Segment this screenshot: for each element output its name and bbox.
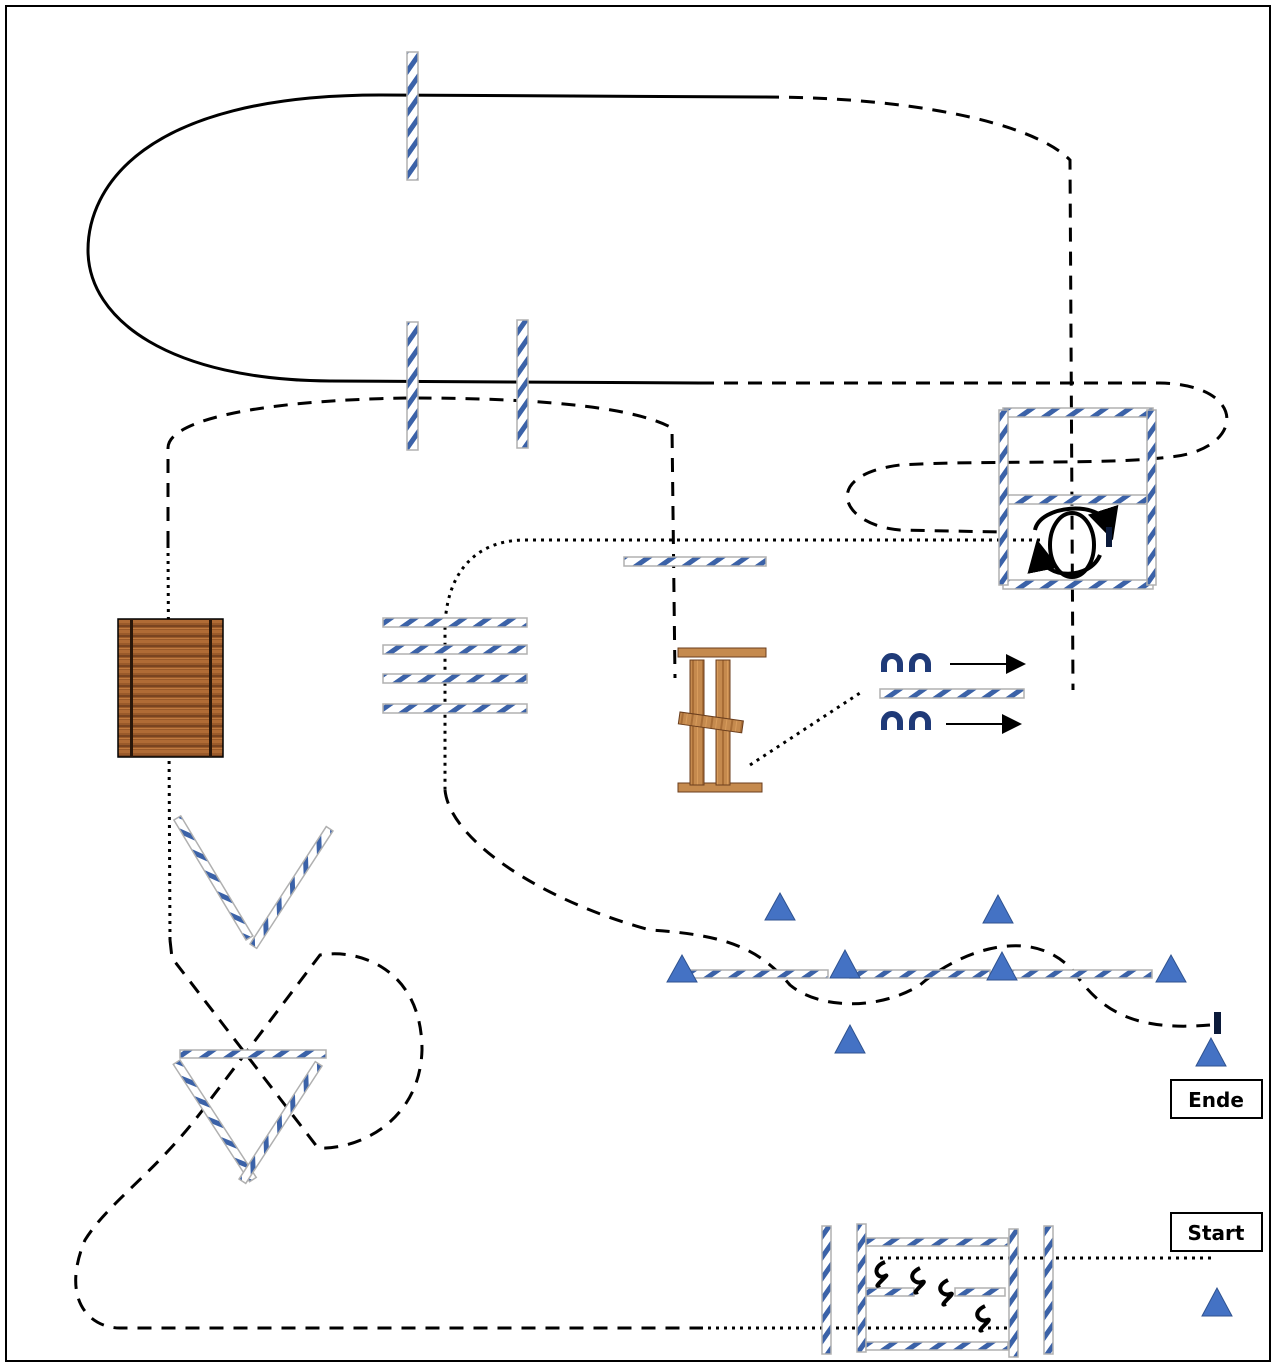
path-dashed-upper-arc <box>166 396 677 679</box>
horseshoe-icon <box>881 653 931 730</box>
end-label: Ende <box>1170 1079 1263 1119</box>
pole-diamond <box>172 814 334 1185</box>
svg-text:Start: Start <box>1188 1221 1245 1245</box>
path-solid-loop <box>86 93 766 385</box>
outer-frame <box>5 5 1271 1362</box>
pole-vertical <box>406 51 419 181</box>
pole-horizontal <box>879 688 1025 699</box>
start-label: Start <box>1170 1212 1263 1252</box>
wooden-gate-icon <box>677 647 767 793</box>
pole-square <box>998 407 1157 590</box>
path-dashed-right-loop <box>700 381 1229 534</box>
svg-text:Ende: Ende <box>1188 1088 1244 1112</box>
path-dashed-diamond <box>74 939 700 1330</box>
pole-weave <box>687 969 1153 979</box>
pole-vertical <box>406 321 419 451</box>
cone-icon <box>666 891 1233 1317</box>
path-dashed-top-right <box>764 95 1075 691</box>
path-dotted-left <box>166 544 172 941</box>
pole-vertical <box>516 319 529 449</box>
pole-slalom <box>821 1223 1054 1358</box>
zigzag-icon <box>874 1260 991 1333</box>
pole-horizontal <box>623 556 767 567</box>
end-marker <box>1214 1012 1221 1034</box>
path-dotted-gate <box>749 691 861 767</box>
wooden-bridge-icon <box>117 618 224 758</box>
rotation-icon <box>1027 504 1119 579</box>
arrow-right-icon <box>946 654 1026 734</box>
pole-group-horizontal <box>382 617 528 714</box>
path-dashed-weave <box>443 789 1211 1028</box>
